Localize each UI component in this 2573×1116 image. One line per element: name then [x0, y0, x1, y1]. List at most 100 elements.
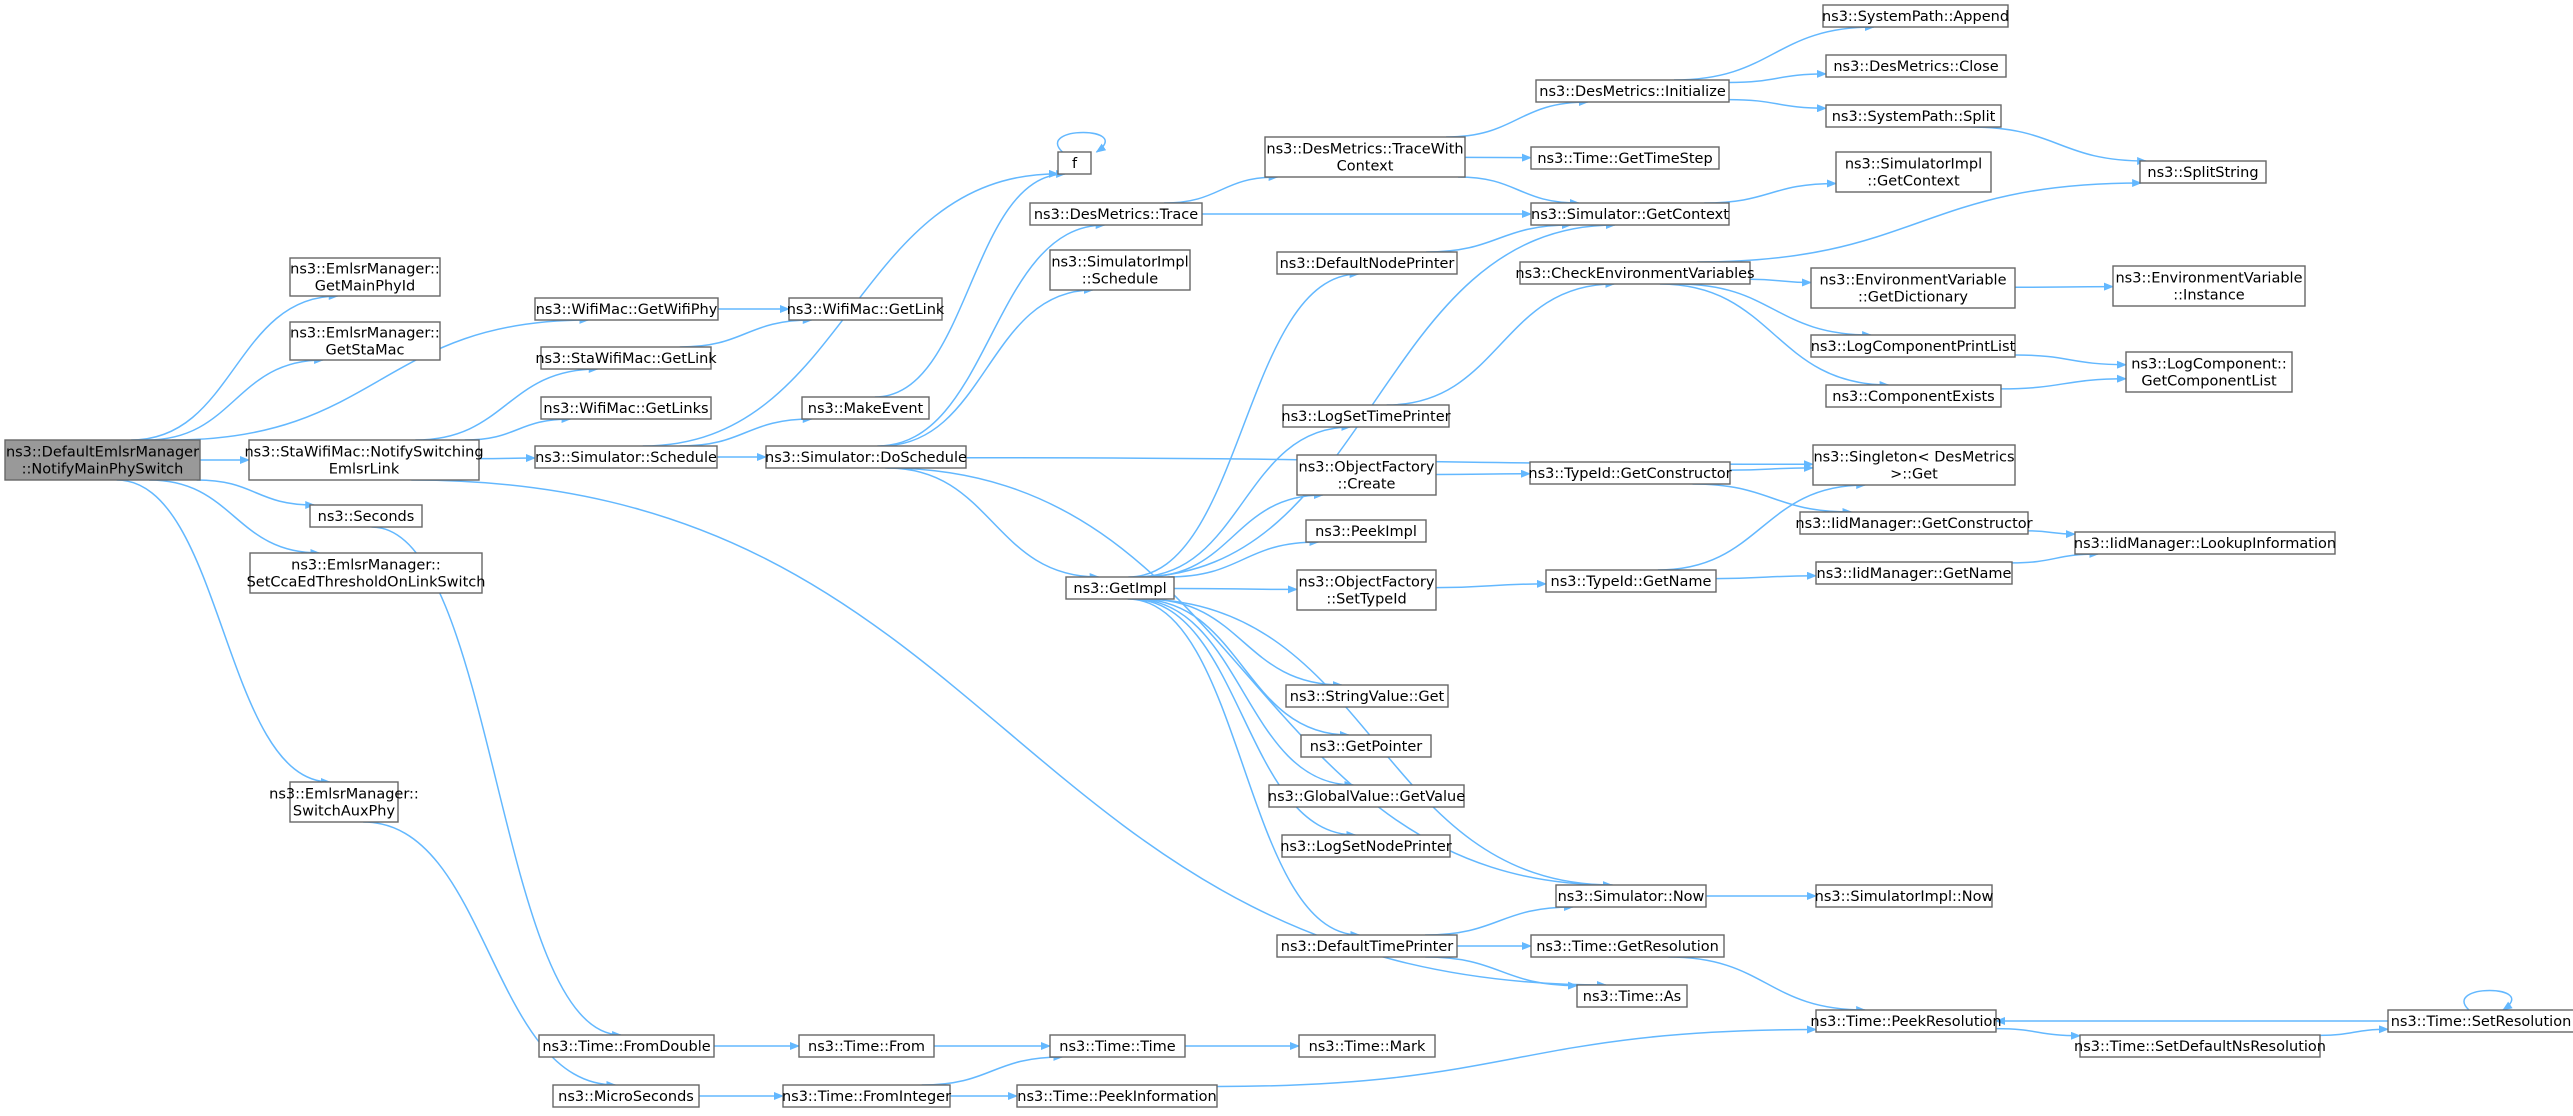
node-label: ::Schedule — [1082, 272, 1158, 288]
node-label: ns3::LogSetTimePrinter — [1281, 409, 1450, 425]
node-staWifiMacGetLink[interactable]: ns3::StaWifiMac::GetLink — [535, 346, 717, 370]
node-iidGetName[interactable]: ns3::IidManager::GetName — [1815, 561, 2013, 585]
node-microSeconds[interactable]: ns3::MicroSeconds — [552, 1084, 700, 1108]
edge-desInitialize-to-sysPathSplit — [1728, 98, 1827, 113]
node-ofCreate[interactable]: ns3::ObjectFactory::Create — [1296, 454, 1437, 496]
node-getImpl[interactable]: ns3::GetImpl — [1065, 576, 1175, 600]
node-wifiMacGetLinks[interactable]: ns3::WifiMac::GetLinks — [540, 396, 712, 420]
node-splitString[interactable]: ns3::SplitString — [2139, 160, 2267, 184]
edge-checkEnv-to-componentExists — [1659, 283, 1890, 389]
node-componentExists[interactable]: ns3::ComponentExists — [1825, 384, 2002, 408]
node-simSchedule[interactable]: ns3::Simulator::Schedule — [534, 445, 718, 469]
node-getPointer[interactable]: ns3::GetPointer — [1300, 734, 1432, 758]
node-label: ns3::SimulatorImpl — [1845, 157, 1982, 173]
node-typeIdGetConstructor[interactable]: ns3::TypeId::GetConstructor — [1528, 461, 1732, 485]
node-simNow[interactable]: ns3::Simulator::Now — [1555, 884, 1707, 908]
node-switchAuxPhy[interactable]: ns3::EmlsrManager::SwitchAuxPhy — [269, 781, 419, 823]
node-label: ns3::SimulatorImpl — [1051, 255, 1188, 271]
node-label: ns3::ObjectFactory — [1299, 575, 1435, 591]
node-logSetTimePrinter[interactable]: ns3::LogSetTimePrinter — [1281, 404, 1451, 428]
node-timeSetResolution[interactable]: ns3::Time::SetResolution — [2387, 1009, 2573, 1033]
node-iidGetConstructor[interactable]: ns3::IidManager::GetConstructor — [1795, 511, 2033, 535]
node-envGetDictionary[interactable]: ns3::EnvironmentVariable::GetDictionary — [1810, 267, 2016, 309]
node-logComponentGetList[interactable]: ns3::LogComponent::GetComponentList — [2125, 351, 2293, 393]
node-label: ns3::Simulator::GetContext — [1531, 207, 1729, 223]
node-label: ns3::IidManager::LookupInformation — [2074, 536, 2336, 552]
node-getStaMac[interactable]: ns3::EmlsrManager::GetStaMac — [289, 321, 441, 361]
edge-typeIdGetName-to-singletonGet — [1657, 481, 1867, 571]
node-makeEvent[interactable]: ns3::MakeEvent — [801, 396, 930, 420]
node-label: ns3::CheckEnvironmentVariables — [1515, 266, 1754, 282]
edge-doSchedule-to-simImplSchedule — [880, 286, 1094, 447]
node-timeGetResolution[interactable]: ns3::Time::GetResolution — [1530, 934, 1725, 958]
node-envInstance[interactable]: ns3::EnvironmentVariable::Instance — [2112, 265, 2306, 307]
edge-traceWithContext-to-desInitialize — [1446, 98, 1589, 138]
node-iidLookupInformation[interactable]: ns3::IidManager::LookupInformation — [2074, 531, 2336, 555]
edge-setDefaultNsResolution-to-timeSetResolution — [2319, 1025, 2389, 1037]
node-peekImpl[interactable]: ns3::PeekImpl — [1305, 519, 1427, 543]
node-setDefaultNsResolution[interactable]: ns3::Time::SetDefaultNsResolution — [2074, 1034, 2326, 1058]
node-ofSetTypeId[interactable]: ns3::ObjectFactory::SetTypeId — [1296, 569, 1437, 611]
node-timeFrom[interactable]: ns3::Time::From — [798, 1034, 935, 1058]
node-setCcaEd[interactable]: ns3::EmlsrManager::SetCcaEdThresholdOnLi… — [247, 552, 486, 594]
node-stringValueGet[interactable]: ns3::StringValue::Get — [1285, 684, 1449, 708]
node-root[interactable]: ns3::DefaultEmlsrManager::NotifyMainPhyS… — [4, 439, 201, 481]
node-notifySwitching[interactable]: ns3::StaWifiMac::NotifySwitchingEmlsrLin… — [244, 439, 484, 481]
node-label: ns3::LogComponentPrintList — [1811, 339, 2016, 355]
node-logComponentPrintList[interactable]: ns3::LogComponentPrintList — [1810, 334, 2016, 358]
node-label: ns3::MicroSeconds — [558, 1089, 694, 1105]
edge-sysPathSplit-to-splitString — [1970, 126, 2148, 165]
node-label: ns3::Seconds — [318, 509, 415, 525]
node-label: ns3::DesMetrics::Trace — [1034, 207, 1198, 223]
node-label: ns3::Time::From — [808, 1039, 925, 1055]
node-simGetContext[interactable]: ns3::Simulator::GetContext — [1530, 202, 1730, 226]
node-timeTime[interactable]: ns3::Time::Time — [1049, 1034, 1186, 1058]
node-label: ns3::MakeEvent — [808, 401, 924, 417]
node-desTrace[interactable]: ns3::DesMetrics::Trace — [1029, 202, 1203, 226]
node-label: ns3::Time::Time — [1059, 1039, 1176, 1055]
edge-timeFromInteger-to-timeTime — [921, 1053, 1064, 1086]
edge-typeIdGetConstructor-to-iidGetConstructor — [1692, 483, 1853, 516]
node-f[interactable]: f — [1057, 151, 1092, 175]
node-label: ns3::StaWifiMac::NotifySwitching — [244, 445, 483, 461]
node-gvGetValue[interactable]: ns3::GlobalValue::GetValue — [1268, 784, 1465, 808]
node-label: ns3::Time::SetResolution — [2391, 1014, 2572, 1030]
node-timePeekResolution[interactable]: ns3::Time::PeekResolution — [1810, 1009, 2002, 1033]
node-singletonGet[interactable]: ns3::Singleton< DesMetrics>::Get — [1812, 444, 2016, 486]
node-getMainPhyId[interactable]: ns3::EmlsrManager::GetMainPhyId — [289, 257, 441, 297]
edge-timePeekResolution-to-setDefaultNsResolution — [1995, 1027, 2081, 1040]
node-simImplNow[interactable]: ns3::SimulatorImpl::Now — [1815, 884, 1994, 908]
node-sysPathSplit[interactable]: ns3::SystemPath::Split — [1825, 104, 2002, 128]
node-typeIdGetName[interactable]: ns3::TypeId::GetName — [1545, 569, 1717, 593]
node-wifiMacGetLink[interactable]: ns3::WifiMac::GetLink — [787, 297, 945, 321]
node-desInitialize[interactable]: ns3::DesMetrics::Initialize — [1535, 79, 1730, 103]
node-peekInformation[interactable]: ns3::Time::PeekInformation — [1016, 1084, 1218, 1108]
node-timeFromInteger[interactable]: ns3::Time::FromInteger — [782, 1084, 951, 1108]
node-label: ns3::SystemPath::Split — [1832, 109, 1996, 125]
node-seconds[interactable]: ns3::Seconds — [309, 504, 423, 528]
node-timeGetTimeStep[interactable]: ns3::Time::GetTimeStep — [1530, 146, 1720, 170]
node-label: ns3::LogSetNodePrinter — [1280, 839, 1452, 855]
node-label: ns3::DefaultNodePrinter — [1280, 256, 1455, 272]
edge-notifySwitching-to-timeAs — [411, 479, 1607, 989]
node-desClose[interactable]: ns3::DesMetrics::Close — [1825, 54, 2007, 78]
node-defaultNodePrinter[interactable]: ns3::DefaultNodePrinter — [1276, 251, 1458, 275]
node-timeFromDouble[interactable]: ns3::Time::FromDouble — [538, 1034, 715, 1058]
node-label: ns3::Time::PeekResolution — [1810, 1014, 2001, 1030]
node-logSetNodePrinter[interactable]: ns3::LogSetNodePrinter — [1280, 834, 1452, 858]
node-label: ns3::Time::FromDouble — [542, 1039, 710, 1055]
node-checkEnv[interactable]: ns3::CheckEnvironmentVariables — [1515, 261, 1755, 285]
node-label: ns3::EmlsrManager:: — [291, 558, 441, 574]
node-simImplSchedule[interactable]: ns3::SimulatorImpl::Schedule — [1049, 249, 1191, 291]
node-wifiMacGetWifiPhy[interactable]: ns3::WifiMac::GetWifiPhy — [534, 297, 719, 321]
node-timeMark[interactable]: ns3::Time::Mark — [1298, 1034, 1436, 1058]
node-doSchedule[interactable]: ns3::Simulator::DoSchedule — [765, 445, 967, 469]
edge-root-to-seconds — [196, 479, 316, 509]
node-defaultTimePrinter[interactable]: ns3::DefaultTimePrinter — [1276, 934, 1458, 958]
node-simImplGetContext[interactable]: ns3::SimulatorImpl::GetContext — [1835, 151, 1992, 193]
node-label: ns3::Time::As — [1583, 989, 1681, 1005]
node-timeAs[interactable]: ns3::Time::As — [1576, 984, 1688, 1008]
node-sysPathAppend[interactable]: ns3::SystemPath::Append — [1822, 4, 2009, 28]
